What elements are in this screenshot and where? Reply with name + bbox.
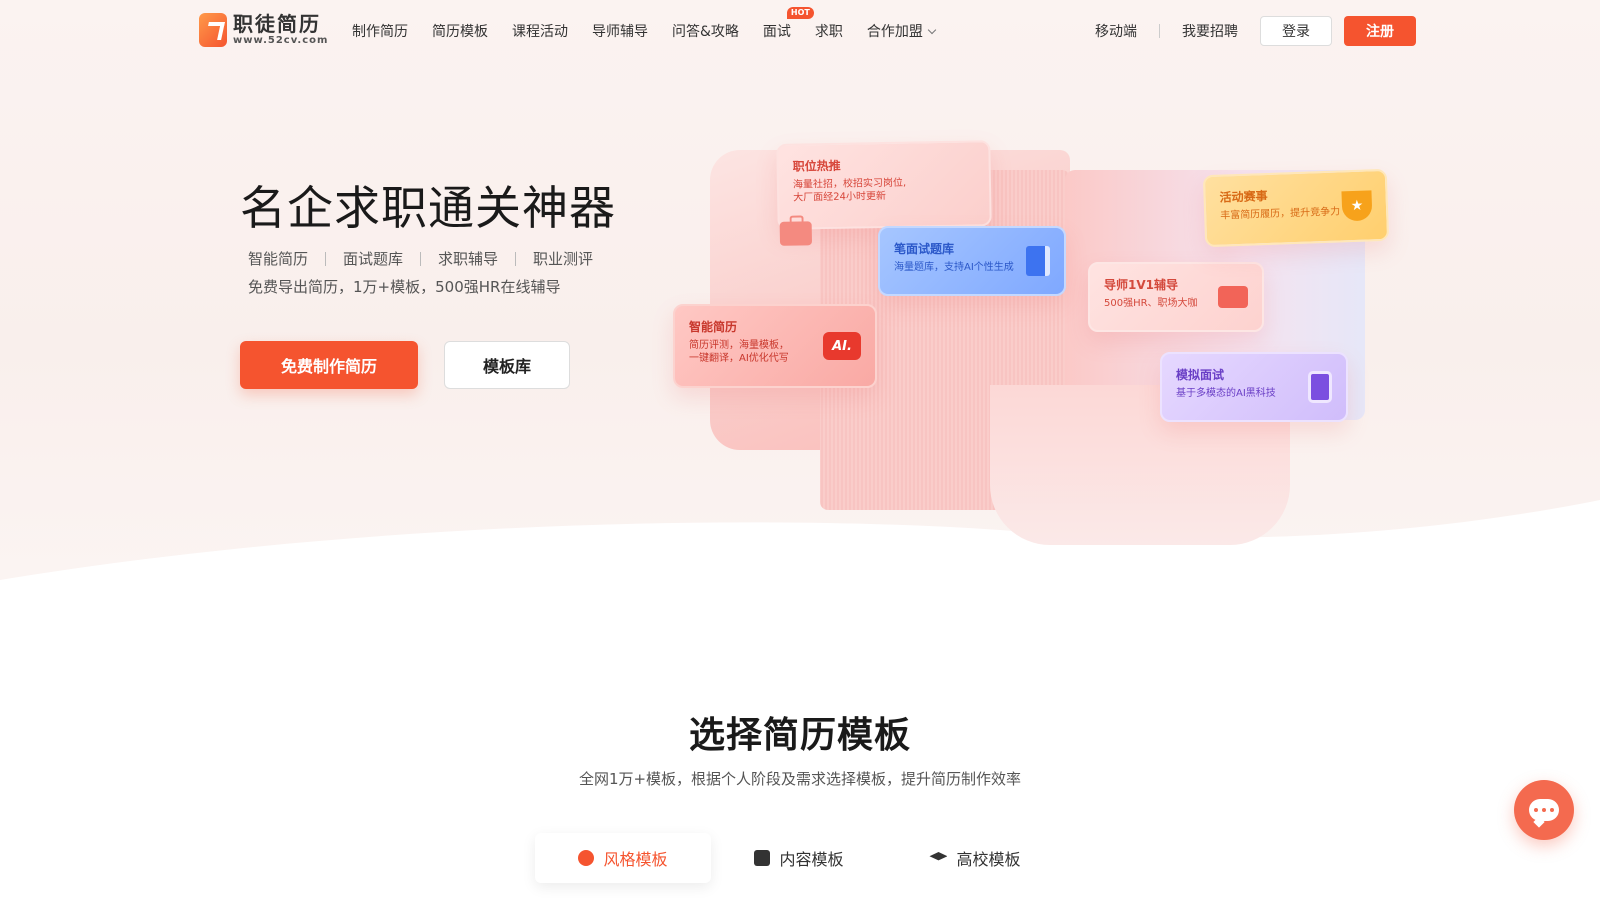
- chevron-down-icon: [927, 25, 937, 35]
- feature-card-smart-resume[interactable]: 智能简历 简历评测，海量模板， 一键翻译，AI优化代写 AI.: [673, 304, 877, 388]
- nav-courses[interactable]: 课程活动: [512, 24, 568, 40]
- feature-card-mentor[interactable]: 导师1V1辅导 500强HR、职场大咖: [1088, 262, 1264, 332]
- card-title: 导师1V1辅导: [1104, 278, 1178, 292]
- content-icon: [754, 850, 771, 866]
- card-desc: 基于多模态的AI黑科技: [1176, 388, 1276, 399]
- phone-icon: [1308, 371, 1332, 403]
- card-desc: 海量社招，校招实习岗位, 大厂面经24小时更新: [793, 175, 975, 204]
- tab-style-templates[interactable]: 风格模板: [535, 833, 711, 883]
- register-button[interactable]: 注册: [1344, 16, 1416, 46]
- nav-interview-label: 面试: [762, 24, 791, 40]
- hero-wave: [0, 500, 1600, 580]
- hero-title: 名企求职通关神器: [240, 181, 616, 235]
- briefcase-icon: [779, 221, 813, 246]
- nav-right: 移动端 我要招聘 登录 注册: [1095, 16, 1416, 46]
- login-button[interactable]: 登录: [1260, 16, 1332, 46]
- nav-recruit[interactable]: 我要招聘: [1182, 24, 1238, 40]
- template-tabs: 风格模板 内容模板 高校模板: [535, 833, 1063, 883]
- chat-icon: [1529, 799, 1559, 821]
- chat-support-button[interactable]: [1514, 780, 1574, 840]
- top-nav: 职徒简历 www.52cv.com 制作简历 简历模板 课程活动 导师辅导 问答…: [0, 0, 1600, 64]
- hero-subtitle: 免费导出简历，1万+模板，500强HR在线辅导: [248, 278, 561, 296]
- ai-icon: AI.: [823, 332, 861, 360]
- nav-jobs[interactable]: 求职: [814, 24, 843, 40]
- card-title: 笔面试题库: [894, 242, 955, 256]
- nav-divider: [1159, 24, 1160, 38]
- hero-tag: 面试题库: [343, 250, 404, 268]
- hot-badge: HOT: [786, 7, 814, 19]
- logo-icon: [199, 13, 227, 47]
- hero-tag: 智能简历: [248, 250, 309, 268]
- nav-partner-label: 合作加盟: [866, 24, 923, 40]
- card-desc: 海量题库，支持AI个性生成: [894, 262, 1014, 273]
- brand-logo[interactable]: 职徒简历 www.52cv.com: [199, 13, 328, 47]
- graduation-cap-icon: [929, 852, 948, 861]
- card-desc-line: 一键翻译，AI优化代写: [689, 353, 789, 364]
- nav-interview[interactable]: 面试 HOT: [762, 7, 814, 41]
- free-make-resume-button[interactable]: 免费制作简历: [240, 341, 418, 389]
- section-title: 选择简历模板: [688, 715, 911, 756]
- card-desc-line: 简历评测，海量模板，: [689, 340, 789, 351]
- tag-divider: [515, 251, 517, 266]
- nav-partner[interactable]: 合作加盟: [866, 21, 937, 41]
- hero-illustration: 职位热推 海量社招，校招实习岗位, 大厂面经24小时更新 笔面试题库 海量题库，…: [673, 130, 1400, 570]
- tab-content-templates[interactable]: 内容模板: [711, 833, 887, 883]
- hero-tag: 求职辅导: [438, 250, 499, 268]
- template-library-button[interactable]: 模板库: [444, 341, 570, 389]
- card-title: 职位热推: [792, 158, 841, 174]
- card-desc: 500强HR、职场大咖: [1104, 298, 1198, 309]
- feature-card-job-hot[interactable]: 职位热推 海量社招，校招实习岗位, 大厂面经24小时更新: [776, 140, 992, 246]
- nav-links: 制作简历 简历模板 课程活动 导师辅导 问答&攻略 面试 HOT 求职 合作加盟: [352, 7, 959, 41]
- card-desc: 简历评测，海量模板， 一键翻译，AI优化代写: [689, 339, 861, 365]
- card-title: 智能简历: [689, 320, 738, 334]
- tag-divider: [420, 251, 422, 266]
- nav-mobile[interactable]: 移动端: [1095, 24, 1137, 40]
- tag-divider: [325, 251, 327, 266]
- nav-resume-templates[interactable]: 简历模板: [432, 24, 488, 40]
- card-desc-line: 大厂面经24小时更新: [793, 190, 887, 204]
- nav-make-resume[interactable]: 制作简历: [352, 24, 408, 40]
- tab-university-templates[interactable]: 高校模板: [887, 833, 1063, 883]
- brand-url: www.52cv.com: [233, 35, 329, 46]
- card-title: 模拟面试: [1176, 368, 1225, 382]
- book-icon: [1026, 246, 1050, 276]
- tab-label: 高校模板: [956, 850, 1021, 869]
- feature-card-exam-bank[interactable]: 笔面试题库 海量题库，支持AI个性生成: [878, 226, 1066, 296]
- hero-tag: 职业测评: [533, 250, 594, 268]
- feature-card-events[interactable]: 活动赛事 丰富简历履历，提升竞争力 ★: [1202, 168, 1390, 248]
- nav-qa[interactable]: 问答&攻略: [672, 24, 739, 40]
- brand-name: 职徒简历: [233, 12, 321, 36]
- tab-label: 内容模板: [779, 850, 844, 869]
- hero-tags: 智能简历 面试题库 求职辅导 职业测评: [248, 248, 593, 269]
- nav-mentor[interactable]: 导师辅导: [592, 24, 648, 40]
- section-subtitle: 全网1万+模板，根据个人阶段及需求选择模板，提升简历制作效率: [578, 770, 1022, 788]
- tab-label: 风格模板: [603, 850, 668, 869]
- mentor-chat-icon: [1218, 286, 1248, 308]
- palette-icon: [578, 850, 595, 866]
- feature-card-mock-interview[interactable]: 模拟面试 基于多模态的AI黑科技: [1160, 352, 1348, 422]
